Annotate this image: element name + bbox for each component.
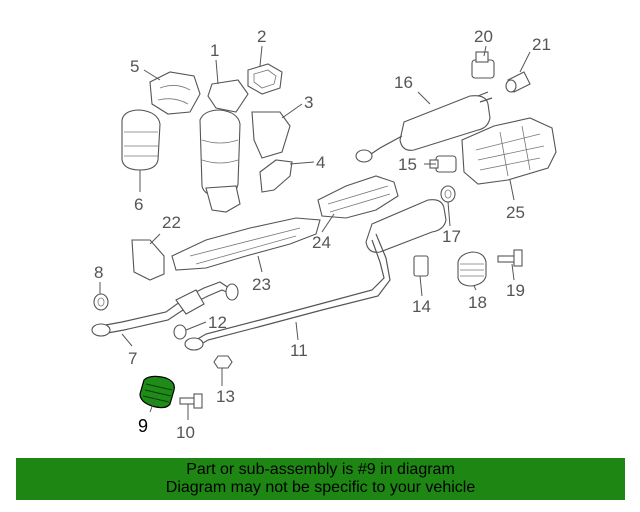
banner-line-1: Part or sub-assembly is #9 in diagram — [186, 461, 455, 478]
callout-19: 19 — [506, 281, 525, 300]
callout-8: 8 — [94, 263, 103, 282]
part-2-gasket[interactable] — [247, 63, 283, 95]
part-19-bolt[interactable] — [497, 249, 523, 267]
part-18-gasket-ring[interactable] — [457, 251, 487, 287]
banner-line-2: Diagram may not be specific to your vehi… — [165, 479, 476, 496]
part-3-bracket[interactable] — [251, 111, 291, 159]
part-9-gasket-highlighted[interactable] — [139, 375, 175, 409]
part-4-bracket[interactable] — [259, 159, 293, 193]
callout-1: 1 — [210, 41, 219, 60]
callout-11: 11 — [290, 341, 308, 360]
part-5-heat-shield[interactable] — [149, 71, 201, 115]
callout-4: 4 — [316, 153, 325, 172]
part-23-heat-shield[interactable] — [171, 217, 321, 271]
callout-2: 2 — [257, 27, 266, 46]
exhaust-parts-diagram: 1 2 3 4 5 6 7 8 9 10 11 12 13 14 15 16 1… — [91, 27, 557, 442]
leader-lines — [99, 45, 531, 420]
part-1-catalytic-converter[interactable] — [199, 79, 249, 213]
callout-10: 10 — [176, 423, 195, 442]
callout-9-highlighted: 9 — [138, 416, 148, 436]
callout-15: 15 — [398, 155, 417, 174]
part-13-nut[interactable] — [213, 355, 233, 369]
callout-22: 22 — [162, 213, 181, 232]
part-17-gasket[interactable] — [440, 185, 456, 203]
part-7-front-pipe[interactable] — [91, 281, 239, 337]
part-14-hanger[interactable] — [413, 255, 429, 277]
callout-20: 20 — [474, 27, 493, 46]
part-20-sensor[interactable] — [471, 51, 495, 79]
callout-5: 5 — [130, 57, 139, 76]
callout-7: 7 — [128, 349, 137, 368]
part-6-heat-shield[interactable] — [121, 109, 161, 171]
callout-16: 16 — [394, 73, 413, 92]
callout-18: 18 — [468, 293, 487, 312]
callout-17: 17 — [442, 227, 461, 246]
part-25-heat-shield[interactable] — [461, 117, 557, 185]
callout-12: 12 — [208, 313, 227, 332]
part-16-muffler[interactable] — [355, 91, 493, 163]
info-banner: Part or sub-assembly is #9 in diagram Di… — [16, 458, 625, 500]
part-12-gasket[interactable] — [173, 324, 187, 340]
callout-21: 21 — [532, 35, 551, 54]
callout-numbers: 1 2 3 4 5 6 7 8 9 10 11 12 13 14 15 16 1… — [94, 27, 551, 442]
part-8-gasket[interactable] — [93, 293, 109, 311]
callout-25: 25 — [506, 203, 525, 222]
callout-13: 13 — [216, 387, 235, 406]
callout-3: 3 — [304, 93, 313, 112]
callout-23: 23 — [252, 275, 271, 294]
callout-6: 6 — [134, 195, 143, 214]
callout-14: 14 — [412, 297, 431, 316]
part-24-heat-shield[interactable] — [317, 175, 399, 219]
part-11-middle-pipe[interactable] — [184, 199, 447, 351]
callout-24: 24 — [312, 233, 331, 252]
part-10-bolt[interactable] — [179, 393, 203, 409]
part-22-bracket[interactable] — [131, 239, 165, 281]
part-21-rubber-hanger[interactable] — [505, 71, 531, 93]
